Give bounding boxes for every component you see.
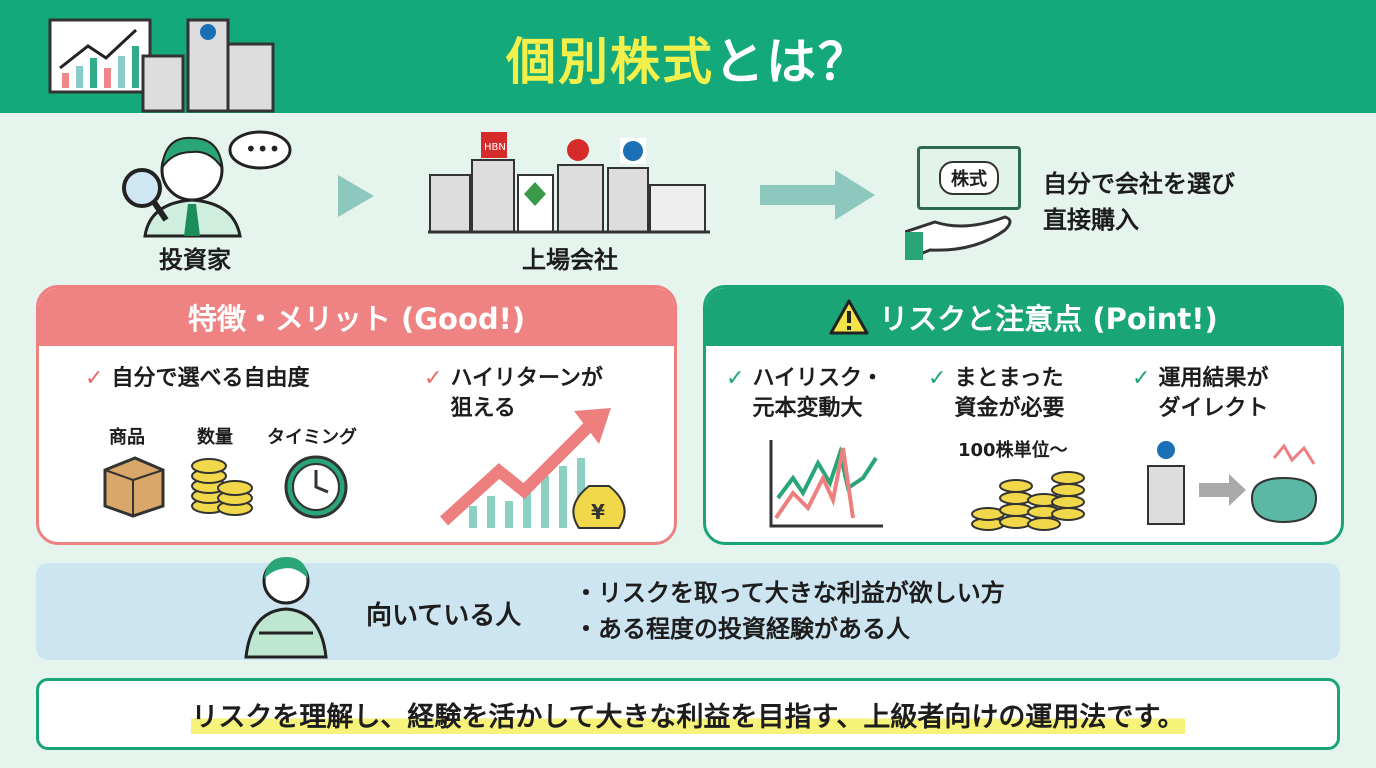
merit-item-text: 自分で選べる自由度	[111, 366, 310, 391]
check-icon: ✓	[85, 366, 104, 391]
sub-item-quantity: 数量	[197, 427, 233, 448]
suitable-points: ・リスクを取って大きな利益が欲しい方 ・ある程度の投資経験がある人	[574, 575, 1005, 647]
risk-item-text: 元本変動大	[752, 396, 863, 421]
stock-ticket-label: 株式	[939, 161, 999, 195]
investor-label: 投資家	[159, 246, 231, 274]
merit-item-high-return: ✓ ハイリターンが狙える	[424, 364, 603, 424]
investor-icon: •••	[122, 130, 292, 238]
box-icon	[103, 456, 165, 518]
coins-icon	[191, 458, 253, 516]
merit-item-freedom: ✓ 自分で選べる自由度	[85, 364, 309, 394]
warning-icon	[829, 299, 869, 335]
flow-description: 自分で会社を選び 直接購入	[1043, 166, 1235, 238]
suitable-point: ・ある程度の投資経験がある人	[574, 615, 910, 643]
merit-item-text: 狙える	[450, 396, 516, 421]
description-line: 自分で会社を選び	[1043, 170, 1235, 198]
merit-panel: 特徴・メリット (Good!) ✓ 自分で選べる自由度 ✓ ハイリターンが狙える 商…	[36, 285, 677, 545]
company-logo-text: HBN	[484, 142, 506, 153]
summary-text: リスクを理解し、経験を活かして大きな利益を目指す、上級者向けの運用法です。	[191, 694, 1185, 734]
check-icon: ✓	[1132, 366, 1151, 391]
risk-item-text: まとまった	[954, 366, 1064, 391]
risk-item-text: 運用結果が	[1158, 366, 1269, 391]
merit-title: 特徴・メリット (Good!)	[39, 288, 674, 346]
description-line: 直接購入	[1043, 206, 1139, 234]
risk-note: 100株単位〜	[958, 440, 1068, 461]
arrow-right-icon	[338, 175, 374, 217]
company-label: 上場会社	[522, 246, 618, 274]
stock-hand-icon: 株式	[905, 142, 1023, 260]
sub-item-timing: タイミング	[267, 427, 357, 448]
sub-item-product: 商品	[109, 427, 145, 448]
risk-item-volatility: ✓ ハイリスク・元本変動大	[726, 364, 884, 424]
clock-icon	[284, 455, 348, 519]
check-icon: ✓	[726, 366, 745, 391]
suitable-label: 向いている人	[366, 601, 522, 631]
risk-item-direct: ✓ 運用結果がダイレクト	[1132, 364, 1268, 424]
page-title: 個別株式とは？	[0, 22, 1376, 94]
chart-buildings-icon	[48, 18, 275, 113]
big-arrow-icon	[760, 170, 875, 220]
suitable-point: ・リスクを取って大きな利益が欲しい方	[574, 579, 1005, 607]
suitable-band: 向いている人 ・リスクを取って大きな利益が欲しい方 ・ある程度の投資経験がある人	[36, 557, 1340, 660]
risk-item-text: ハイリスク・	[752, 366, 884, 391]
title-suffix: とは？	[714, 33, 870, 91]
risk-panel: リスクと注意点 (Point!) ✓ ハイリスク・元本変動大 ✓ まとまった資金が必…	[703, 285, 1344, 545]
title-main: 個別株式	[506, 33, 714, 91]
coin-stacks-icon	[971, 471, 1085, 531]
check-icon: ✓	[424, 366, 443, 391]
risk-item-text: ダイレクト	[1158, 396, 1269, 421]
risk-header: リスクと注意点 (Point!)	[706, 288, 1341, 346]
svg-text:•••: •••	[245, 137, 280, 161]
check-icon: ✓	[928, 366, 947, 391]
yen-symbol: ¥	[591, 500, 605, 524]
company-to-wallet-icon	[1147, 441, 1318, 525]
person-arms-crossed-icon	[244, 557, 328, 659]
risk-item-text: 資金が必要	[954, 396, 1065, 421]
listed-companies-icon: HBN	[428, 132, 710, 234]
volatile-chart-icon	[769, 440, 883, 528]
merit-item-text: ハイリターンが	[450, 366, 603, 391]
rising-arrow-icon: ¥	[439, 408, 626, 529]
summary-box: リスクを理解し、経験を活かして大きな利益を目指す、上級者向けの運用法です。	[36, 678, 1340, 750]
risk-item-capital: ✓ まとまった資金が必要	[928, 364, 1064, 424]
header: 個別株式とは？	[0, 0, 1376, 113]
risk-title: リスクと注意点 (Point!)	[879, 302, 1218, 336]
